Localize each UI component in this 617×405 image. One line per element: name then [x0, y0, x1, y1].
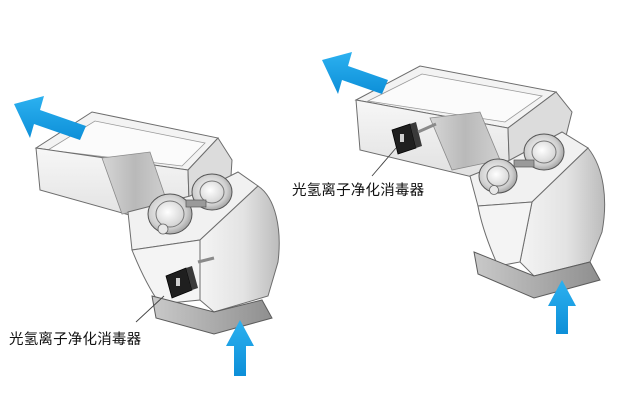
right-front-panel	[477, 201, 533, 267]
right-callout-line	[371, 147, 397, 177]
left-air-handler	[34, 111, 280, 335]
left-curved-body	[199, 185, 280, 313]
arrow-up-icon	[226, 320, 254, 376]
blower-fan-icon	[478, 133, 565, 195]
left-callout-line	[135, 295, 165, 323]
arrow-up-icon	[548, 280, 576, 334]
right-air-handler	[354, 65, 606, 299]
blower-fan-icon	[147, 173, 233, 235]
purifier-box-icon	[165, 266, 198, 299]
right-inlet-collar	[473, 251, 601, 299]
right-device-label: 光氢离子净化消毒器	[292, 183, 425, 199]
arrow-up-left-icon	[322, 52, 388, 94]
purifier-box-icon	[391, 122, 437, 155]
left-device-label: 光氢离子净化消毒器	[9, 332, 142, 348]
arrow-up-left-icon	[14, 96, 86, 140]
